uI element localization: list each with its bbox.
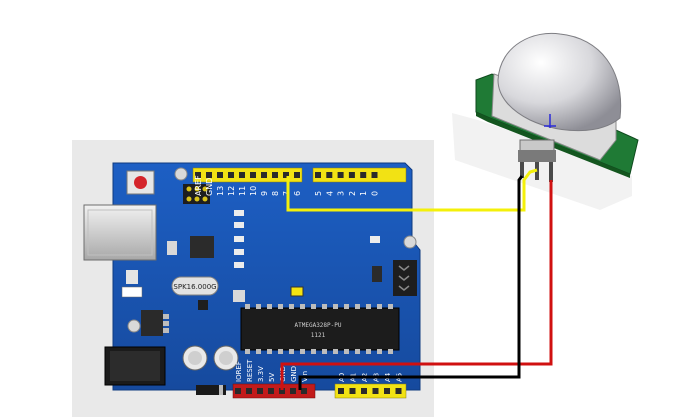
- voltage-regulator: [141, 310, 169, 336]
- reset-button[interactable]: [126, 170, 155, 195]
- header-pin: [261, 172, 267, 178]
- header-pin: [257, 388, 263, 394]
- crystal-label: SPK16.000G: [173, 283, 216, 291]
- digital-pin-label: AREF: [194, 175, 203, 196]
- arduino-board: SPK16.000G ATMEGA328P-PU 1121: [72, 140, 434, 417]
- chip-label: ATMEGA328P-PU: [295, 322, 342, 329]
- header-pin: [195, 172, 201, 178]
- wires: [280, 168, 553, 390]
- digital-pin-label: 8: [271, 191, 280, 196]
- header-pin: [360, 172, 367, 178]
- header-pin: [338, 388, 344, 394]
- header-pin: [235, 388, 241, 394]
- crystal-oscillator: SPK16.000G: [171, 276, 219, 296]
- capacitor: [182, 345, 208, 371]
- header-pin: [348, 172, 355, 178]
- header-pin: [371, 172, 378, 178]
- digital-pin-label: 5: [314, 191, 323, 196]
- power-pin-label: GND: [290, 366, 298, 382]
- power-pin-label: RESET: [246, 359, 254, 382]
- icsp-header-usb: [183, 184, 210, 204]
- header-pin: [228, 172, 234, 178]
- header-pin: [217, 172, 223, 178]
- digital-pin-label: 6: [293, 191, 302, 196]
- power-pin-label: IOREF: [235, 361, 243, 382]
- digital-pin-label: 13: [216, 186, 225, 196]
- sensor-pins: [518, 139, 556, 182]
- mounting-hole: [403, 235, 417, 249]
- header-pin: [206, 172, 212, 178]
- digital-pin-label: 0: [371, 191, 380, 196]
- header-pin: [268, 388, 274, 394]
- header-pin: [315, 172, 321, 178]
- header-pin: [272, 172, 278, 178]
- header-pin: [246, 388, 252, 394]
- header-pin: [372, 388, 379, 394]
- header-pin: [239, 172, 245, 178]
- header-pin: [349, 388, 356, 394]
- header-pin: [326, 172, 333, 178]
- digital-pin-label: 3: [337, 191, 346, 196]
- header-pin: [301, 388, 307, 394]
- header-pin: [283, 172, 289, 178]
- usb-connector: [83, 204, 157, 261]
- pir-motion-sensor: [452, 20, 676, 214]
- digital-pin-label: GND: [205, 178, 214, 196]
- digital-pin-label: 11: [238, 186, 247, 196]
- digital-pin-label: 1: [359, 191, 368, 196]
- digital-pin-label: 4: [325, 191, 334, 196]
- chip-sublabel: 1121: [311, 332, 326, 339]
- header-pin: [337, 172, 344, 178]
- digital-pin-label: 9: [260, 191, 269, 196]
- header-pin: [250, 172, 256, 178]
- header-pin: [279, 388, 285, 394]
- power-jack: [104, 346, 166, 386]
- gnd-wire: [298, 175, 524, 390]
- signal-wire: [286, 168, 538, 212]
- digital-pin-label: 2: [348, 191, 357, 196]
- diode: [196, 385, 226, 395]
- header-pin: [290, 388, 296, 394]
- header-pin: [361, 388, 367, 394]
- power-pin-label: 3.3V: [257, 366, 265, 382]
- icsp-header: [393, 260, 417, 296]
- capacitor: [213, 345, 239, 371]
- header-pin: [294, 172, 300, 178]
- power-pin-label: 5V: [268, 373, 276, 382]
- digital-pin-label: 12: [227, 186, 236, 196]
- usb-chip: [190, 236, 214, 258]
- digital-pin-label: 10: [249, 186, 258, 196]
- mounting-hole: [127, 319, 141, 333]
- header-pin: [395, 388, 402, 394]
- header-pin: [384, 388, 390, 394]
- microcontroller-chip: ATMEGA328P-PU 1121: [240, 304, 400, 354]
- mounting-hole: [174, 167, 188, 181]
- vcc-wire: [280, 180, 553, 390]
